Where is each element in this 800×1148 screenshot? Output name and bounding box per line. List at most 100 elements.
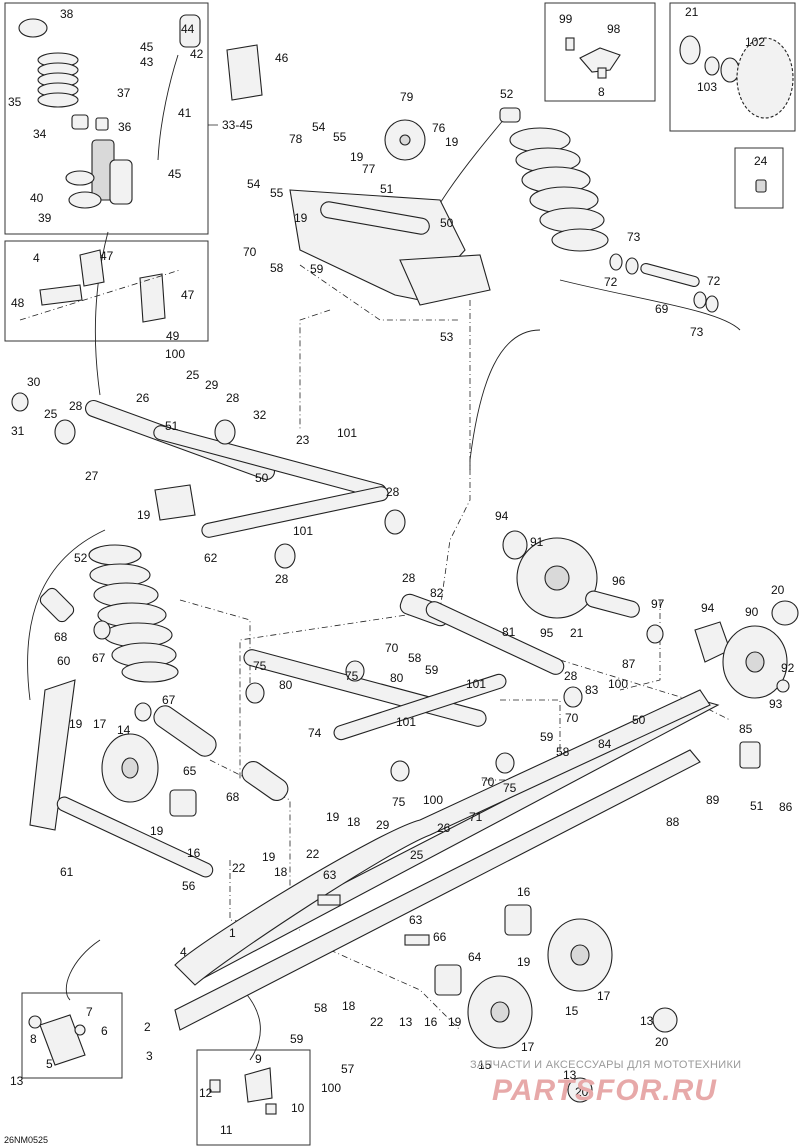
wheel-bearing-detail-box [669, 2, 796, 132]
watermark-subtitle: ЗАПЧАСТИ И АКСЕССУАРЫ ДЛЯ МОТОТЕХНИКИ [470, 1059, 741, 1071]
part-callout-59: 59 [290, 1032, 304, 1046]
part-callout-92: 92 [781, 661, 795, 675]
part-callout-16: 16 [187, 846, 201, 860]
connector-lines [27, 117, 741, 1061]
part-callout-100: 100 [608, 677, 628, 691]
part-callout-22: 22 [232, 861, 246, 875]
part-callout-31: 31 [11, 424, 25, 438]
group-label: 33-45 [222, 118, 253, 132]
front-shock [39, 544, 179, 722]
slider-clip-parts [209, 1067, 277, 1115]
part-callout-99: 99 [559, 12, 573, 26]
part-callout-70: 70 [385, 641, 399, 655]
slider-clip-detail-box [196, 1049, 311, 1146]
part-callout-5: 5 [46, 1057, 53, 1071]
part-callout-89: 89 [706, 793, 720, 807]
part-callout-100: 100 [165, 347, 185, 361]
washer-39 [68, 191, 102, 209]
part-callout-13: 13 [640, 1014, 654, 1028]
part-callout-35: 35 [8, 95, 22, 109]
part-callout-83: 83 [585, 683, 599, 697]
part-callout-23: 23 [296, 433, 310, 447]
part-callout-20: 20 [655, 1035, 669, 1049]
part-callout-58: 58 [270, 261, 284, 275]
part-callout-45: 45 [168, 167, 182, 181]
part-callout-72: 72 [707, 274, 721, 288]
part-callout-55: 55 [270, 186, 284, 200]
bumper-16 [169, 789, 197, 817]
part-callout-84: 84 [598, 737, 612, 751]
part-callout-54: 54 [312, 120, 326, 134]
part-callout-19: 19 [326, 810, 340, 824]
part-callout-58: 58 [556, 745, 570, 759]
part-callout-97: 97 [651, 597, 665, 611]
part-callout-94: 94 [701, 601, 715, 615]
part-callout-91: 91 [530, 535, 544, 549]
part-callout-58: 58 [408, 651, 422, 665]
part-callout-1: 1 [229, 926, 236, 940]
part-callout-70: 70 [481, 775, 495, 789]
part-callout-45: 45 [140, 40, 154, 54]
part-callout-21: 21 [685, 5, 699, 19]
part-callout-81: 81 [502, 625, 516, 639]
part-callout-68: 68 [226, 790, 240, 804]
part-callout-63: 63 [323, 868, 337, 882]
diagram-code: 26NM0525 [4, 1135, 48, 1145]
part-callout-85: 85 [739, 722, 753, 736]
part-callout-82: 82 [430, 586, 444, 600]
part-callout-49: 49 [166, 329, 180, 343]
part-callout-3: 3 [146, 1049, 153, 1063]
part-callout-25: 25 [44, 407, 58, 421]
part-callout-51: 51 [165, 419, 179, 433]
part-callout-50: 50 [255, 471, 269, 485]
part-callout-87: 87 [622, 657, 636, 671]
rear-shock [499, 107, 609, 252]
part-callout-75: 75 [503, 781, 517, 795]
part-callout-70: 70 [565, 711, 579, 725]
rear-swing-arm [11, 392, 406, 569]
part-callout-66: 66 [433, 930, 447, 944]
part-callout-74: 74 [308, 726, 322, 740]
part-callout-101: 101 [466, 677, 486, 691]
part-callout-28: 28 [69, 399, 83, 413]
part-callout-52: 52 [500, 87, 514, 101]
part-callout-9: 9 [255, 1052, 262, 1066]
part-callout-71: 71 [469, 810, 483, 824]
part-callout-27: 27 [85, 469, 99, 483]
cap-44 [179, 14, 201, 48]
part-callout-77: 77 [362, 162, 376, 176]
part-callout-38: 38 [60, 7, 74, 21]
part-callout-29: 29 [205, 378, 219, 392]
part-callout-101: 101 [337, 426, 357, 440]
clip-detail-parts [19, 249, 181, 323]
part-callout-65: 65 [183, 764, 197, 778]
part-callout-34: 34 [33, 127, 47, 141]
part-callout-26: 26 [136, 391, 150, 405]
part-callout-61: 61 [60, 865, 74, 879]
part-callout-73: 73 [627, 230, 641, 244]
part-callout-19: 19 [137, 508, 151, 522]
part-callout-19: 19 [294, 211, 308, 225]
part-callout-44: 44 [181, 22, 195, 36]
part-callout-100: 100 [423, 793, 443, 807]
part-callout-54: 54 [247, 177, 261, 191]
stopper-detail-box [21, 992, 123, 1079]
bushing-36 [95, 117, 109, 131]
front-arm [29, 679, 289, 878]
part-callout-59: 59 [540, 730, 554, 744]
part-callout-15: 15 [565, 1004, 579, 1018]
part-callout-25: 25 [410, 848, 424, 862]
part-callout-67: 67 [92, 651, 106, 665]
part-callout-80: 80 [390, 671, 404, 685]
part-callout-62: 62 [204, 551, 218, 565]
shock-detail-box [4, 2, 209, 235]
shaft-69 [640, 262, 700, 288]
part-callout-22: 22 [306, 847, 320, 861]
part-callout-17: 17 [597, 989, 611, 1003]
fitting-detail-box [734, 147, 784, 209]
part-callout-15: 15 [478, 1058, 492, 1072]
bracket-detail-parts [565, 37, 621, 79]
part-callout-26: 26 [437, 821, 451, 835]
part-callout-50: 50 [440, 216, 454, 230]
